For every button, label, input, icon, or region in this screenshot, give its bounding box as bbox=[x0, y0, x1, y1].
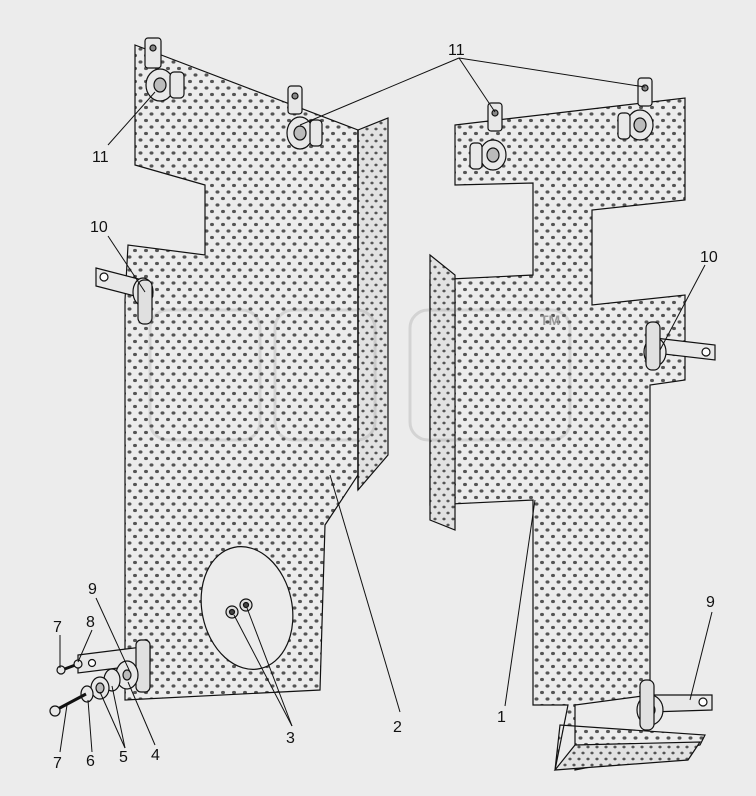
bracket-11-left-mid bbox=[286, 85, 323, 150]
callout-8: 8 bbox=[86, 614, 95, 631]
callout-5: 5 bbox=[119, 749, 128, 766]
bracket-11-left-top bbox=[144, 37, 185, 102]
callout-9-left: 9 bbox=[88, 581, 97, 598]
bracket-10-right bbox=[643, 321, 716, 371]
right-perforated-panel bbox=[429, 97, 706, 771]
callout-2: 2 bbox=[393, 719, 402, 736]
watermark bbox=[148, 308, 572, 442]
callout-6: 6 bbox=[86, 753, 95, 770]
nuts-3 bbox=[225, 598, 253, 619]
watermark-tm: ТМ bbox=[540, 312, 560, 328]
callout-1: 1 bbox=[497, 709, 506, 726]
callout-7-lower: 7 bbox=[53, 755, 62, 772]
bracket-11-right-a bbox=[469, 102, 507, 171]
callout-11-top: 11 bbox=[448, 42, 465, 59]
bracket-11-right-b bbox=[617, 77, 654, 141]
bracket-9-right bbox=[636, 679, 713, 731]
washer-6 bbox=[80, 685, 94, 703]
callout-4: 4 bbox=[151, 747, 160, 764]
bracket-9-left-assembly bbox=[49, 639, 151, 717]
bolt-7-lower bbox=[55, 692, 87, 712]
leader-lines bbox=[59, 57, 713, 753]
callout-9-right: 9 bbox=[706, 594, 715, 611]
callout-11-left: 11 bbox=[92, 149, 109, 166]
right-panel-flange bbox=[429, 253, 456, 531]
right-panel-bottom-fold bbox=[553, 741, 702, 771]
washer-8 bbox=[73, 659, 83, 669]
left-panel-flange bbox=[357, 117, 389, 492]
left-perforated-panel bbox=[124, 44, 389, 701]
right-panel-face bbox=[429, 97, 706, 771]
callout-labels: 11 11 10 10 2 1 3 9 9 8 7 4 5 6 7 bbox=[53, 42, 718, 772]
callout-10-left: 10 bbox=[90, 219, 108, 236]
callout-7-upper: 7 bbox=[53, 619, 62, 636]
bracket-10-left bbox=[95, 267, 154, 325]
callout-10-right: 10 bbox=[700, 249, 718, 266]
callout-3: 3 bbox=[286, 730, 295, 747]
